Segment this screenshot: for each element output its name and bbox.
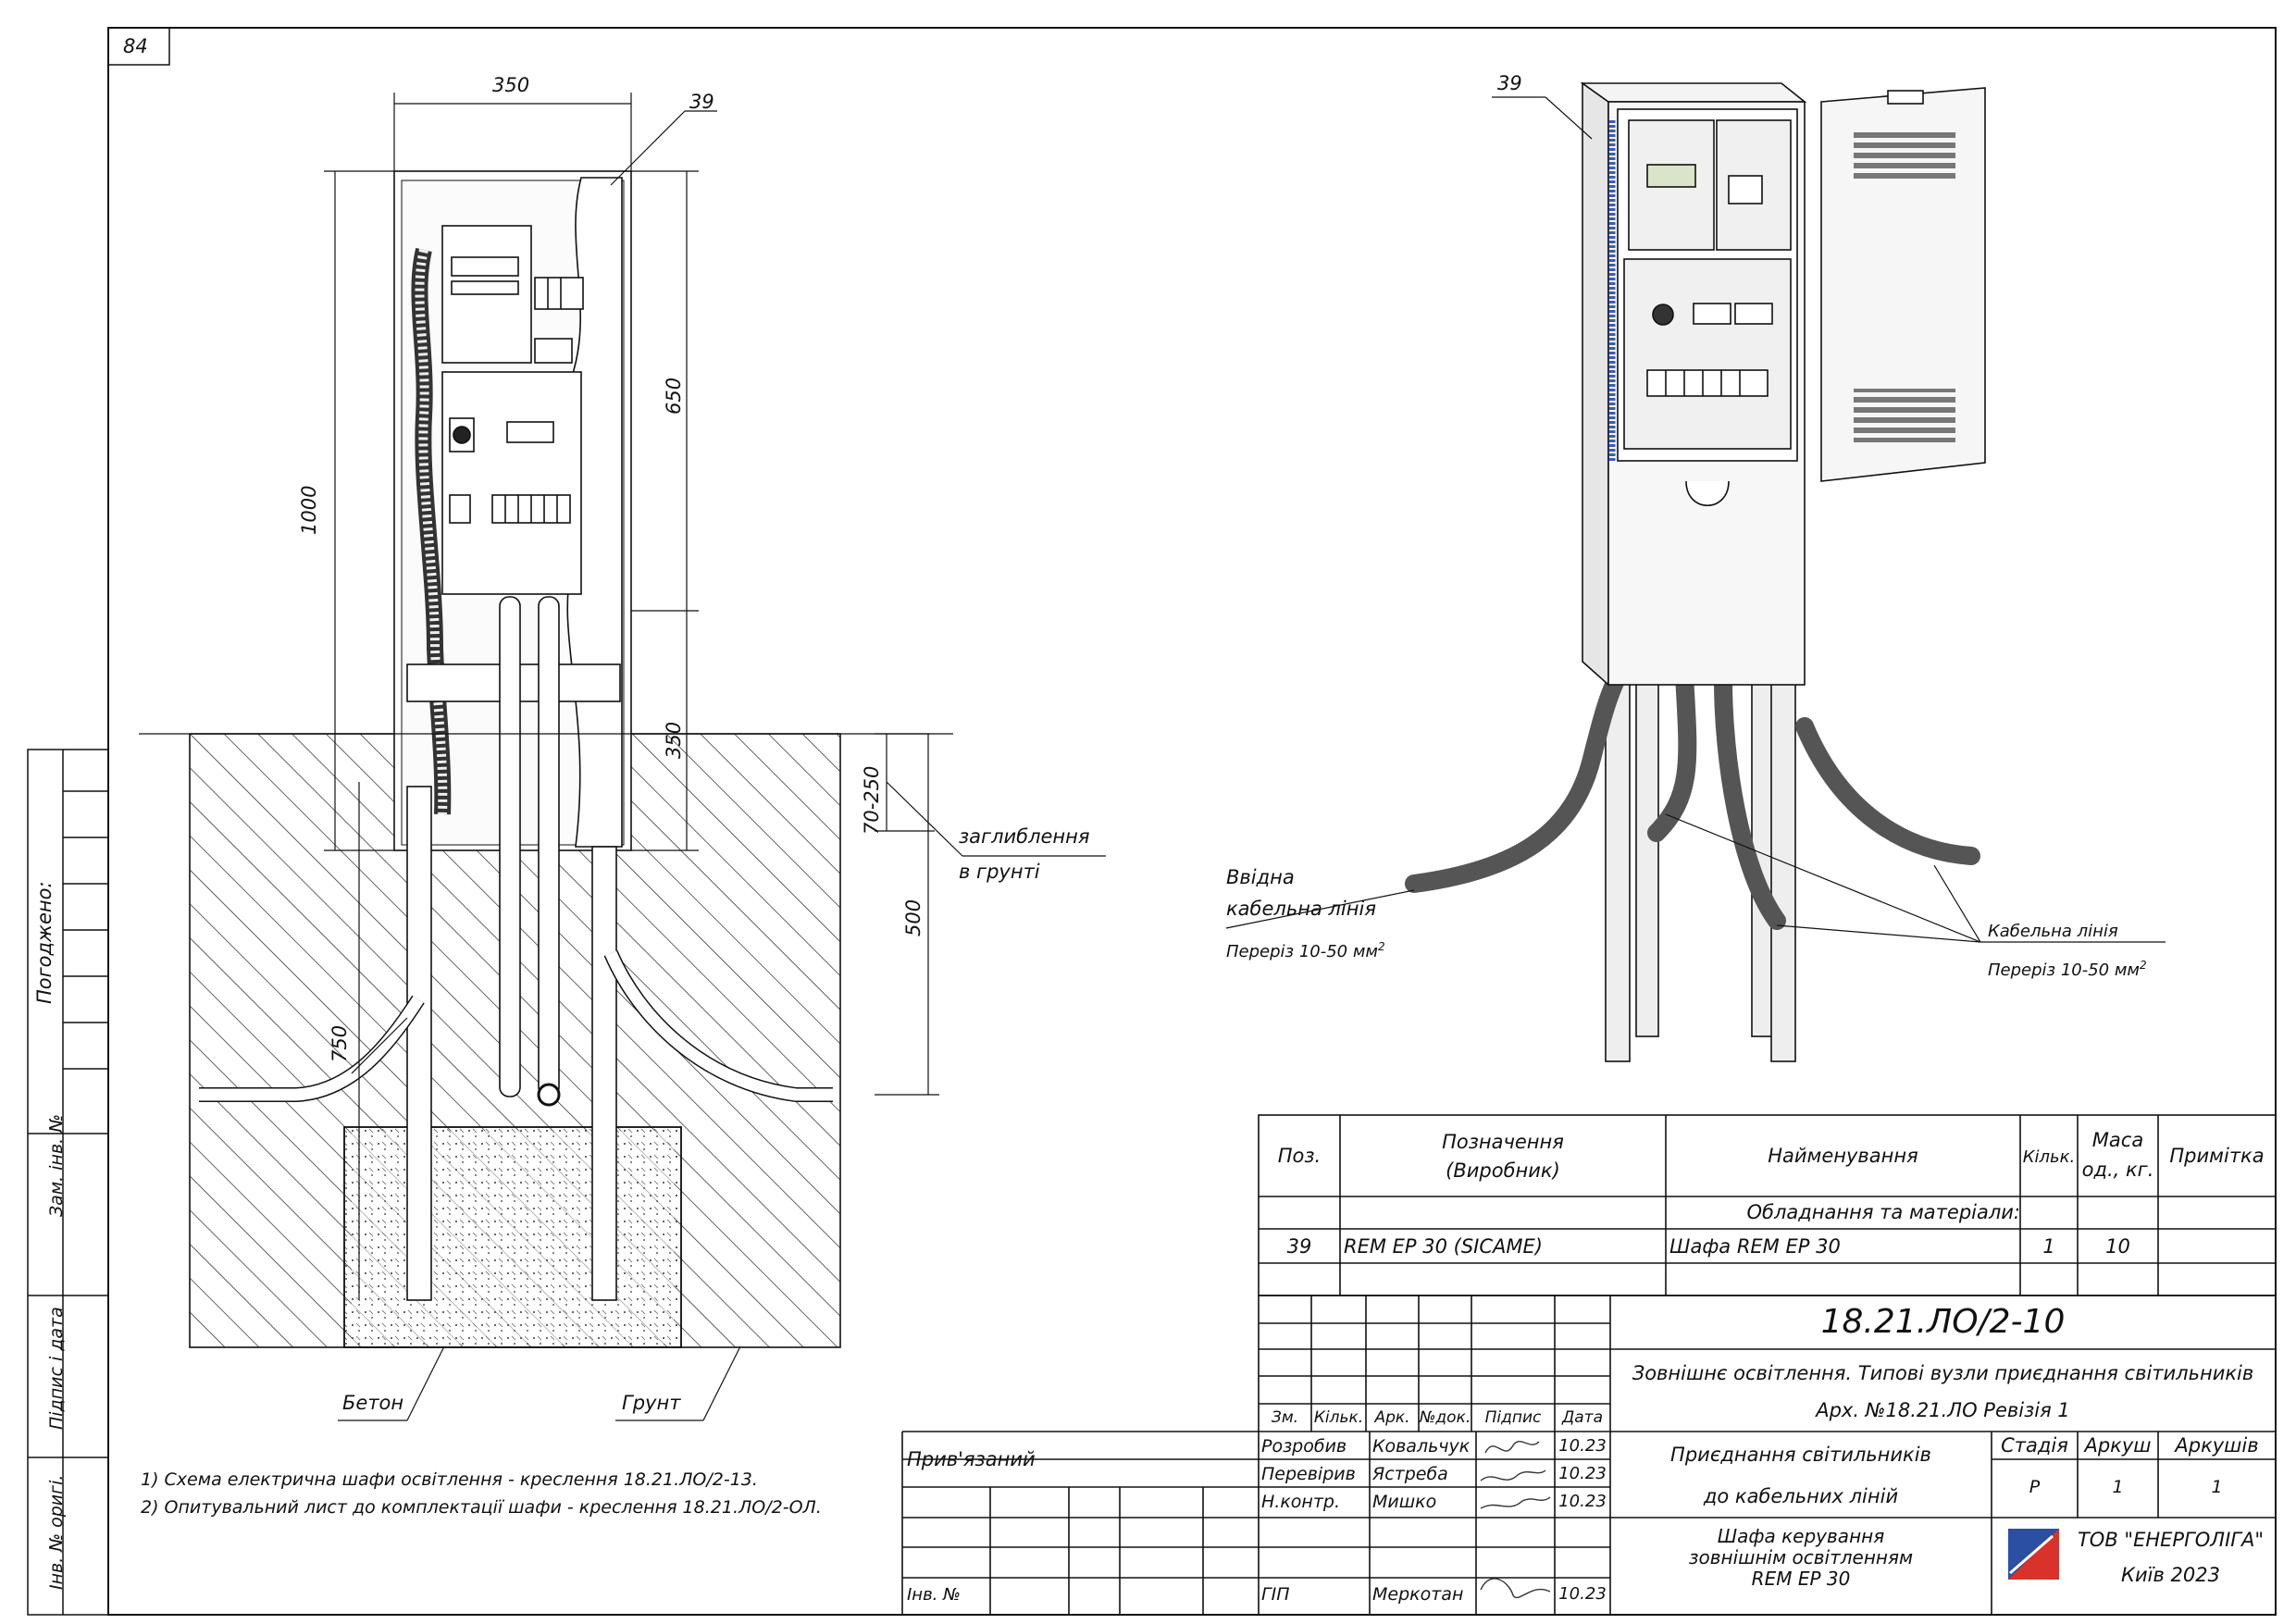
- left-view: [139, 93, 1106, 1421]
- concrete-label: Бетон: [342, 1392, 404, 1414]
- spec-header-qty: Кільк.: [2022, 1147, 2076, 1167]
- cabinet-door: [1820, 87, 1986, 482]
- staff-date-3: 10.23: [1558, 1492, 1607, 1511]
- staff-date-2: 10.23: [1558, 1464, 1607, 1483]
- burial-label-line2: в грунті: [959, 861, 1040, 883]
- item-title-line1: Шафа керування: [1717, 1525, 1885, 1547]
- title-block-grid: [901, 1295, 2277, 1616]
- control-module: [441, 371, 582, 595]
- dim-750: 750: [329, 1024, 351, 1062]
- spec-row-pos: 39: [1286, 1235, 1312, 1258]
- cable-input: [1405, 657, 1633, 893]
- cabinet-side: [1582, 81, 1609, 687]
- door-vents-bottom: [1854, 389, 1955, 442]
- staff-date-4: 10.23: [1558, 1584, 1607, 1604]
- staff-name-1: Ковальчук: [1372, 1436, 1471, 1457]
- spec-row-qty: 1: [2042, 1235, 2055, 1258]
- dim-1000: 1000: [298, 485, 320, 535]
- dim-350-top: 350: [492, 74, 530, 96]
- city-year: Київ 2023: [2121, 1564, 2220, 1586]
- staff-name-2: Ястреба: [1372, 1464, 1448, 1484]
- col-header-signature: Підпис: [1484, 1408, 1542, 1427]
- spec-section-title: Обладнання та матеріали:: [1746, 1201, 2020, 1223]
- stage-header: Стадія: [2001, 1434, 2068, 1457]
- staff-role-4: ГІП: [1261, 1584, 1290, 1605]
- pipe-2: [499, 596, 521, 1097]
- spec-row-name: Шафа REM EP 30: [1669, 1235, 1841, 1258]
- page-number-box: [107, 27, 170, 66]
- breakers-top: [534, 277, 584, 310]
- spec-row-designation: REM EP 30 (SICAME): [1344, 1235, 1543, 1258]
- spec-header-mass-2: од., кг.: [2081, 1159, 2154, 1181]
- sheets-value: 1: [2211, 1477, 2223, 1497]
- staff-date-1: 10.23: [1558, 1436, 1607, 1456]
- spec-header-name: Найменування: [1768, 1145, 1918, 1167]
- archive-revision: Арх. №18.21.ЛО Ревізія 1: [1816, 1399, 2070, 1421]
- dim-70-250: 70-250: [861, 765, 883, 835]
- sheets-header: Аркушів: [2175, 1434, 2259, 1457]
- pipe-3: [538, 596, 560, 1097]
- item-title-line3: REM EP 30: [1751, 1568, 1851, 1590]
- spec-row-mass: 10: [2105, 1235, 2130, 1258]
- input-cable-label-line2: кабельна лінія: [1226, 898, 1376, 920]
- company-name: ТОВ "ЕНЕРГОЛІГА": [2077, 1529, 2265, 1551]
- sheet-title-line2: до кабельних ліній: [1703, 1485, 1899, 1507]
- meter-display: [451, 256, 519, 277]
- dim-500: 500: [902, 899, 925, 936]
- col-header-qty: Кільк.: [1313, 1408, 1364, 1427]
- company-logo: [2008, 1529, 2059, 1580]
- bound-label: Прив'язаний: [907, 1448, 1036, 1470]
- staff-role-3: Н.контр.: [1261, 1492, 1341, 1512]
- sheet-header: Аркуш: [2084, 1434, 2152, 1457]
- right-view: [1225, 81, 2166, 1062]
- input-cable-label-line1: Ввідна: [1226, 866, 1295, 888]
- side-stamp-grid: [27, 749, 109, 1616]
- pipe-4: [591, 846, 617, 1301]
- staff-role-1: Розробив: [1261, 1436, 1347, 1457]
- signatures: [1480, 1441, 1551, 1598]
- staff-name-3: Мишко: [1372, 1492, 1437, 1512]
- position-39-right: 39: [1497, 72, 1522, 94]
- note-1: 1) Схема електрична шафи освітлення - кр…: [141, 1469, 758, 1490]
- col-header-change: Зм.: [1271, 1408, 1299, 1427]
- col-header-date: Дата: [1561, 1408, 1604, 1427]
- dimension-lines: [324, 93, 1106, 1421]
- sheet-title-line1: Приєднання світильників: [1670, 1444, 1931, 1466]
- cable-line-label: Кабельна лінія: [1988, 922, 2118, 941]
- burial-label-line1: заглиблення: [959, 825, 1090, 848]
- pipe-1: [406, 786, 432, 1301]
- right-leaders: [1225, 96, 2166, 943]
- side-label-replace-inv: Зам. інв. №: [46, 1114, 67, 1217]
- project-title: Зовнішнє освітлення. Типові вузли приєдн…: [1632, 1362, 2254, 1384]
- position-39-left: 39: [689, 91, 714, 113]
- inv-no-label: Інв. №: [907, 1585, 961, 1605]
- dim-650: 650: [663, 377, 685, 415]
- note-2: 2) Опитувальний лист до комплектації шаф…: [141, 1497, 822, 1518]
- input-cable-section: Переріз 10-50 мм2: [1226, 940, 1385, 961]
- dim-350-side: 350: [663, 721, 685, 759]
- side-label-inv-orig: Інв. № оригі.: [46, 1474, 67, 1590]
- control-module-3d: [1623, 258, 1792, 450]
- side-label-agreed: Погоджено:: [33, 881, 56, 1004]
- spec-header-designation-1: Позначення: [1442, 1131, 1564, 1153]
- staff-name-4: Меркотан: [1372, 1584, 1464, 1605]
- sheet-value: 1: [2112, 1477, 2124, 1497]
- stage-value: Р: [2029, 1477, 2041, 1497]
- spec-header-pos: Поз.: [1277, 1145, 1322, 1167]
- col-header-sheet: Арк.: [1374, 1408, 1410, 1427]
- spec-header-designation-2: (Виробник): [1446, 1159, 1560, 1182]
- cable-line-section: Переріз 10-50 мм2: [1988, 959, 2147, 980]
- staff-role-2: Перевірив: [1261, 1464, 1356, 1484]
- door-vents-top: [1854, 130, 1955, 183]
- item-title-line2: зовнішнім освітленням: [1688, 1546, 1914, 1568]
- page-number: 84: [123, 35, 148, 57]
- cabinet-top: [1580, 82, 1807, 103]
- side-label-signature-date: Підпис і дата: [46, 1307, 67, 1430]
- col-header-doc: №док.: [1419, 1408, 1471, 1427]
- drawing-code: 18.21.ЛО/2-10: [1820, 1303, 2066, 1341]
- spec-header-mass-1: Маса: [2091, 1129, 2144, 1151]
- soil-label: Грунт: [622, 1392, 681, 1414]
- spec-header-note: Примітка: [2169, 1145, 2265, 1167]
